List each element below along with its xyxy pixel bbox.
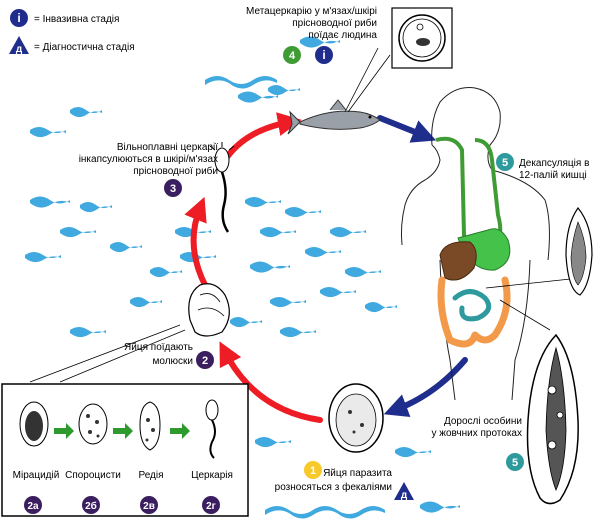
diagnostic-legend-symbol: д: [16, 44, 23, 55]
mini-arrow-1: [54, 423, 74, 439]
diagnostic-legend-label: = Діагностична стадія: [34, 42, 135, 53]
stage-5a-label-line1: Декапсуляція в: [519, 158, 589, 169]
stage-2-badge: [196, 351, 214, 369]
host-arrows: [377, 115, 468, 418]
stage-3-label-line3: прісноводної риби: [133, 165, 218, 177]
stage-5b-number: 5: [512, 457, 518, 469]
egg-illustration: [328, 383, 384, 453]
mini-arrow-2: [113, 423, 133, 439]
stage-3-label-line1: Вільноплавні церкарії: [117, 142, 218, 153]
arrow-cercaria-to-fish: [222, 112, 302, 163]
sporocyst-illustration: [78, 403, 108, 445]
arrow-fish-to-human: [377, 115, 437, 143]
stage-2-label-line2: молюски: [152, 356, 193, 367]
legend: i = Інвазивна стадія д = Діагностична ст…: [9, 9, 135, 55]
excysted-fluke: [565, 207, 593, 296]
cercaria-illustration: [209, 142, 235, 233]
stage-1-diagnostic-icon: [394, 482, 414, 500]
stage-3-label-line2: інкапсулюються в шкірі/м'язах: [79, 154, 218, 165]
infective-legend-label: = Інвазивна стадія: [34, 14, 119, 25]
stage-5b-badge: [506, 453, 524, 471]
stage-1-diagnostic-symbol: д: [401, 490, 408, 501]
miracidium-core: [25, 411, 43, 441]
cercaria-small-illustration: [205, 399, 219, 421]
stage-5a-label-line2: 12-палій кишці: [519, 170, 587, 181]
stage-1-badge: [304, 461, 322, 479]
digestive-tract: [435, 136, 581, 348]
snail-stage-b-number: 2б: [85, 500, 97, 512]
arrow-snail-to-cercaria: [184, 196, 208, 288]
fish-illustration: [287, 47, 391, 135]
water-waves: [25, 36, 460, 519]
stage-5a-number: 5: [502, 157, 508, 169]
snail-stage-b-label: Спороцисти: [65, 470, 121, 481]
stage-5b-label-line2: у жовчних протоках: [432, 428, 523, 439]
stage-1-label-line2: розносяться з фекаліями: [275, 481, 392, 493]
stage-2-label-line1: Яйця поїдають: [124, 342, 193, 353]
snail-stage-c-badge: [140, 496, 158, 514]
stage-1-label-line1: Яйця паразита: [323, 468, 392, 479]
mini-arrow-3: [170, 423, 190, 439]
stage-4-badge: [283, 46, 301, 64]
stage-4-label-line2: прісноводної риби: [292, 17, 377, 29]
infective-legend-icon: [10, 9, 28, 27]
cycle-arrows: [184, 112, 323, 423]
redia-illustration: [139, 401, 161, 451]
snail-stage-d-label: Церкарія: [191, 470, 233, 481]
stage-3-badge: [164, 179, 182, 197]
stage-4-infective-symbol: i: [322, 48, 325, 62]
snail-stage-a-badge: [24, 496, 42, 514]
stage-4-label-line1: Метацеркарію у м'язах/шкірі: [246, 6, 377, 17]
snail-illustration: [29, 283, 230, 383]
snail-stage-d-number: 2г: [206, 501, 216, 512]
stage-4-label-line3: поїдає людина: [308, 30, 377, 41]
snail-stage-c-number: 2в: [143, 501, 155, 512]
arrow-human-to-egg: [383, 357, 468, 418]
stage-5a-badge: [496, 153, 514, 171]
human-silhouette: [400, 87, 550, 401]
snail-stage-a-number: 2а: [27, 501, 39, 512]
stage-3-number: 3: [170, 183, 176, 195]
infective-legend-symbol: i: [17, 11, 20, 25]
stage-4-number: 4: [289, 50, 296, 62]
stage-5b-label-line1: Дорослі особини: [444, 415, 522, 427]
arrow-egg-to-snail: [219, 341, 323, 423]
stage-4-infective-icon: [315, 46, 333, 64]
snail-stage-a-label: Мірацидій: [13, 470, 60, 481]
stage-1-number: 1: [310, 465, 316, 477]
snail-stage-d-badge: [202, 496, 220, 514]
snail-stage-b-badge: [82, 496, 100, 514]
diagnostic-legend-icon: [9, 36, 29, 54]
snail-stages-inset: Мірацидій Спороцисти Редія Церкарія 2а 2…: [1, 383, 249, 517]
snail-stage-c-label: Редія: [138, 470, 163, 481]
stage-2-number: 2: [202, 355, 208, 367]
metacercaria-inset: [391, 7, 453, 69]
adult-fluke: [526, 333, 579, 505]
